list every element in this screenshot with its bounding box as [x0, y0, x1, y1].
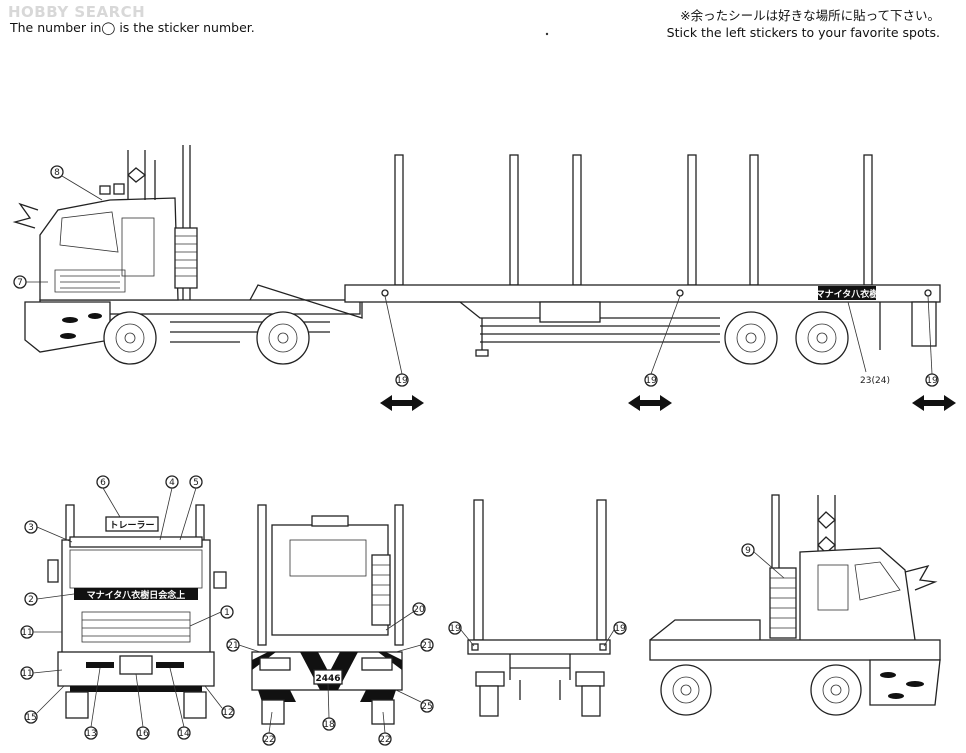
callout-1: 1: [224, 608, 230, 618]
callout-11-a: 11: [21, 628, 32, 638]
trailer-side-sticker: [818, 286, 876, 300]
callout-21-a: 21: [227, 641, 238, 651]
callout-9: 9: [745, 546, 751, 556]
trailer-side-sign-text: マナイタ八衣樹: [816, 288, 879, 300]
callout-19-b: 19: [645, 376, 657, 386]
callout-16: 16: [137, 729, 149, 739]
tractor-side-view: 8 7: [12, 145, 363, 365]
callout-18: 18: [323, 720, 335, 730]
callout-4: 4: [169, 478, 175, 488]
instruction-sticker-number: The number in◯ is the sticker number.: [10, 20, 255, 35]
callout-3: 3: [28, 523, 34, 533]
callout-20: 20: [413, 605, 425, 615]
callout-22-a: 22: [263, 735, 274, 745]
callout-12: 12: [222, 708, 233, 718]
callout-11-b: 11: [21, 669, 32, 679]
front-banner-text: マナイタ八衣樹日会念上: [87, 589, 186, 601]
callout-5: 5: [193, 478, 199, 488]
callout-14: 14: [178, 729, 190, 739]
callout-6: 6: [100, 478, 106, 488]
instruction-japanese: ※余ったシールは好きな場所に貼って下さい。: [680, 8, 940, 23]
callout-21-b: 21: [421, 641, 432, 651]
rear-plate-text: 2446: [315, 674, 340, 684]
callout-19-d: 19: [449, 624, 461, 634]
callout-19-e: 19: [614, 624, 626, 634]
callout-23-24: 23(24): [860, 376, 890, 386]
callout-19-c: 19: [926, 376, 938, 386]
watermark-logo: HOBBY SEARCH: [8, 3, 146, 21]
callout-25: 25: [421, 702, 432, 712]
double-arrow-icon: [912, 395, 956, 411]
double-arrow-icon: [380, 395, 424, 411]
callout-7: 7: [17, 278, 23, 288]
front-roof-sign: トレーラー: [109, 520, 154, 531]
tractor-front-view: トレーラー マナイタ八衣樹日会念上 6 4 5 3 2 1: [20, 475, 235, 740]
callout-13: 13: [85, 729, 96, 739]
front-banner-sticker: [74, 588, 198, 600]
instruction-english: Stick the left stickers to your favorite…: [666, 25, 940, 40]
callout-2: 2: [28, 595, 34, 605]
callout-22-b: 22: [379, 735, 390, 745]
stray-mark: [545, 32, 549, 36]
callout-15: 15: [25, 713, 36, 723]
trailer-side-view: マナイタ八衣樹 19 19 19 23(24): [344, 154, 956, 411]
callout-19-a: 19: [396, 376, 408, 386]
tractor-rear-view: 2446 21 21 20 25 18 22 22: [226, 504, 434, 746]
callout-8: 8: [54, 168, 60, 178]
tractor-side-view-right: 9: [649, 494, 941, 716]
double-arrow-icon: [628, 395, 672, 411]
trailer-rear-view: 19 19: [448, 499, 627, 717]
